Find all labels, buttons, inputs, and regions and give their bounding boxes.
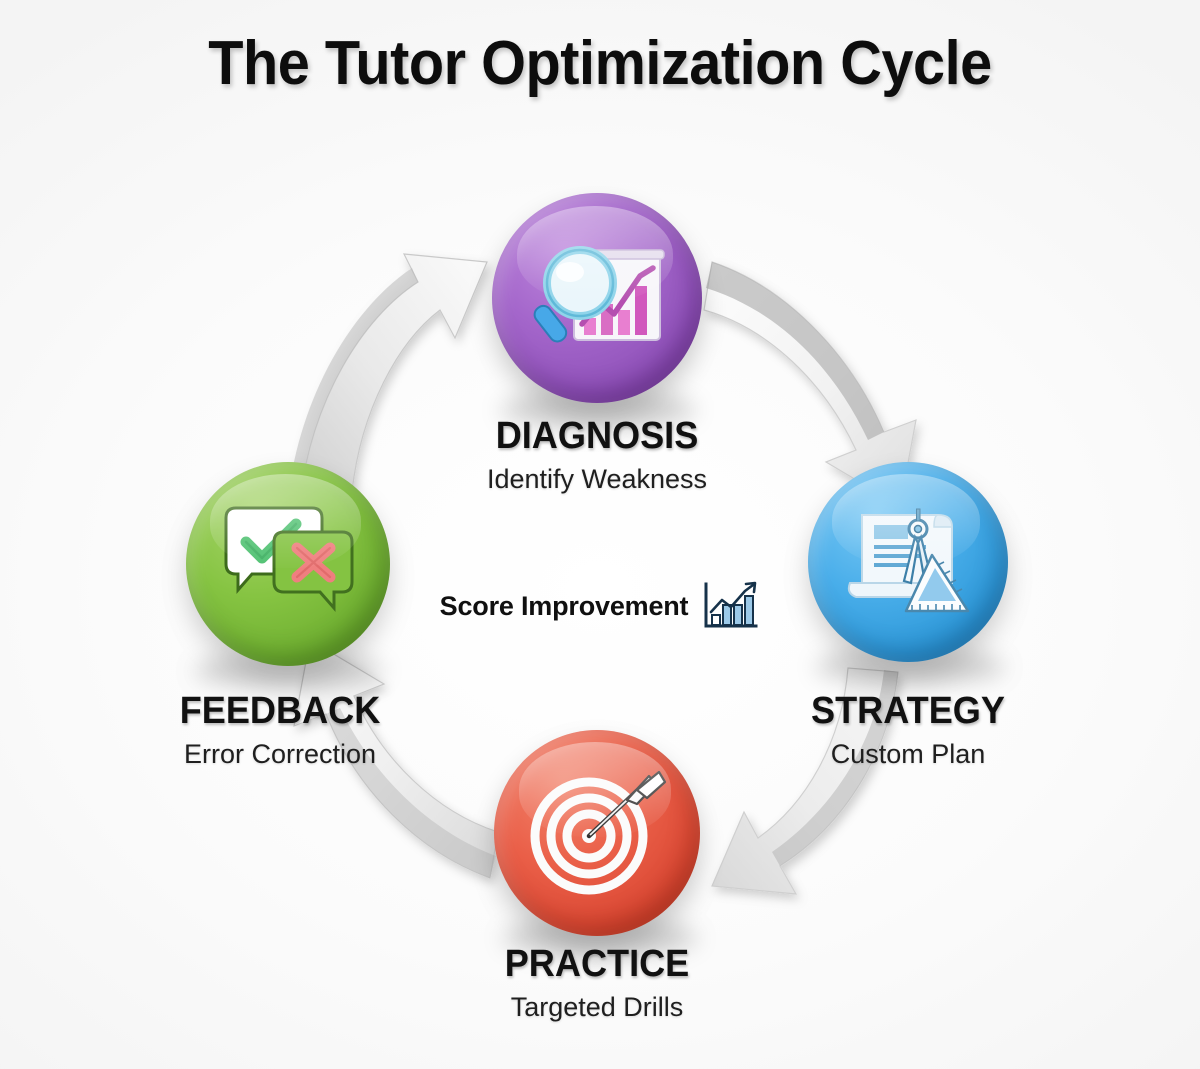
- diagnosis-disc[interactable]: [492, 193, 702, 403]
- diagnosis-subtitle: Identify Weakness: [486, 464, 708, 494]
- strategy-title: STRATEGY: [811, 690, 1005, 732]
- diagnosis-title: DIAGNOSIS: [495, 415, 699, 457]
- blueprint-compass-ruler-icon: [847, 508, 970, 613]
- strategy-subtitle: Custom Plan: [830, 739, 986, 769]
- practice-disc[interactable]: [494, 730, 700, 936]
- target-arrow-icon: [530, 770, 667, 895]
- page-title: The Tutor Optimization Cycle: [208, 29, 992, 98]
- strategy-disc[interactable]: [808, 462, 1008, 662]
- strategy-labels: STRATEGY Custom Plan: [698, 690, 1118, 770]
- practice-subtitle: Targeted Drills: [510, 992, 684, 1022]
- strategy-icon-wrap: [808, 462, 1008, 662]
- diagnosis-icon-wrap: [492, 193, 702, 403]
- feedback-labels: FEEDBACK Error Correction: [70, 690, 490, 770]
- score-improvement-label: Score Improvement: [439, 590, 689, 621]
- center-caption: Score Improvement: [380, 580, 820, 632]
- speech-bubbles-check-cross-icon: [224, 506, 354, 612]
- feedback-title: FEEDBACK: [179, 690, 381, 732]
- feedback-disc[interactable]: [186, 462, 390, 666]
- feedback-icon-wrap: [186, 462, 390, 666]
- magnifier-bar-chart-icon: [533, 246, 665, 343]
- feedback-subtitle: Error Correction: [183, 739, 377, 769]
- bar-chart-growth-icon: [704, 581, 758, 628]
- practice-title: PRACTICE: [504, 943, 690, 985]
- diagnosis-labels: DIAGNOSIS Identify Weakness: [387, 415, 807, 495]
- practice-labels: PRACTICE Targeted Drills: [387, 943, 807, 1023]
- practice-icon-wrap: [494, 730, 700, 936]
